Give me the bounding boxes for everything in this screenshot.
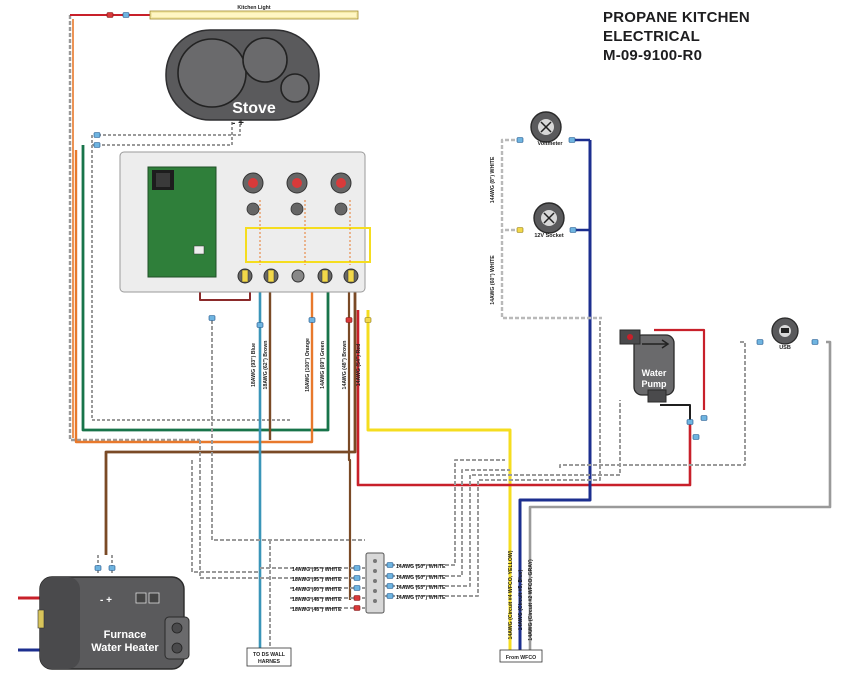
wfco-block: 14AWG (Circuit #4 WFCO, YELLOW) 14AWG (C… [499,550,543,663]
furnace-label-2: Water Heater [91,642,159,654]
wire-label: 18AWG (95") WHITE [292,577,342,583]
stove-label: Stove [232,100,276,117]
led-icon [246,202,348,216]
ds-wall-harness: TO DS WALL HARNES [246,647,292,667]
panel-connectors [208,315,372,328]
burner-icon [242,37,288,83]
connector-icon [122,12,130,18]
kitchen-light-label: Kitchen Light [237,5,270,11]
wire-label: 14AWG (60") WHITE [292,587,342,593]
connector-icon [93,132,101,138]
wire-layer [18,14,832,652]
water-pump: Water Pump [619,329,708,440]
wire-label: 14AWG (69") Green [320,341,326,389]
wire-label: 14AWG (60") WHITE [396,575,446,581]
rocker-switch-icon [291,269,305,283]
wire-label: 14AWG (70") WHITE [396,595,446,601]
usb-label: USB [779,345,791,351]
burner-icon [177,38,247,108]
wire-label: 18AWG (93") Blue [251,343,257,387]
pump-label-1: Water [642,368,667,378]
wire-label: 14AWG (8") WHITE [490,156,496,203]
ds-wall-label-2: HARNES [258,659,280,665]
harness-right-labels: 14AWG (50") WHITE 14AWG (60") WHITE 14AW… [396,564,446,601]
connector-icon [686,419,694,425]
connector-icon [568,137,576,143]
wfco-wire-label: 14AWG (Circuit #4 WFCO, YELLOW) [508,550,514,639]
connector-icon [700,415,708,421]
connector-icon [386,573,394,579]
rocker-switch-icon [263,268,279,284]
connector-icon [106,12,114,18]
socket-label: 12V Socket [534,233,564,239]
rocker-switch-icon [237,268,253,284]
connector-icon [345,317,353,323]
connector-icon [516,137,524,143]
wire-label: 14AWG (54") Red [356,344,362,387]
wire-label: 18AWG (62") Brown [263,341,269,390]
wire-label: 18AWG (100") Orange [305,338,311,392]
title-block: PROPANE KITCHEN ELECTRICAL M-09-9100-R0 [603,8,850,65]
connector-icon [756,339,764,345]
voltmeter: Voltmeter [516,111,576,147]
stove: Stove - + [93,29,320,148]
connector-icon [353,585,361,591]
usb-outlet: USB [756,317,819,351]
wire-label: 14AWG (50") WHITE [396,564,446,570]
wfco-wire-label: 14AWG (Circuit #5, Blue) [518,569,524,630]
diagram-title: PROPANE KITCHEN ELECTRICAL [603,9,750,45]
ds-wall-label-1: TO DS WALL [253,652,286,658]
gauge-icon [286,172,308,194]
connector-icon [208,315,216,321]
wire-label: 14AWG (95") WHITE [292,567,342,573]
connector-icon [353,605,361,611]
wire-label: 14AWG (48") Brown [342,341,348,390]
gauge-icon [242,172,264,194]
harness-connector [353,552,394,614]
harness-left-labels: 14AWG (95") WHITE 18AWG (95") WHITE 14AW… [292,567,342,613]
connector-icon [516,227,524,233]
connector-icon [94,565,102,571]
connector-icon [386,583,394,589]
voltmeter-label: Voltmeter [538,141,564,147]
connector-icon [353,575,361,581]
diagram-code: M-09-9100-R0 [603,47,703,64]
gauge-icon [330,172,352,194]
connector-icon [353,595,361,601]
pump-label-2: Pump [641,379,667,389]
connector-icon [569,227,577,233]
furnace-water-heater: - + Furnace Water Heater [37,565,190,670]
furnace-polarity: - + [100,595,112,606]
connector-icon [108,565,116,571]
socket-12v: 12V Socket [516,202,577,239]
connector-icon [308,317,316,323]
wire-label: 14AWG (60") WHITE [490,255,496,305]
connector-icon [692,434,700,440]
wfco-label: From WFCO [506,655,536,661]
stove-polarity: - + [232,118,244,129]
connector-icon [811,339,819,345]
wire-label: 18AWG (48") WHITE [292,607,342,613]
connector-icon [386,562,394,568]
rocker-switch-icon [317,268,333,284]
furnace-label-1: Furnace [104,629,147,641]
connector-icon [386,593,394,599]
wire-label: 14AWG (65") WHITE [396,585,446,591]
connector-icon [93,142,101,148]
wfco-wire-label: 14AWG (Circuit #2 WFCO, GRAY) [528,559,534,641]
connector-icon [353,565,361,571]
kitchen-light: Kitchen Light [106,5,359,20]
burner-icon [280,73,310,103]
connector-icon [364,317,372,323]
wire-label: 18AWG (48") WHITE [292,597,342,603]
panel-wire-labels: 18AWG (93") Blue 18AWG (62") Brown 18AWG… [251,338,362,392]
rocker-switch-icon [343,268,359,284]
control-panel [119,151,371,293]
connector-icon [256,322,264,328]
